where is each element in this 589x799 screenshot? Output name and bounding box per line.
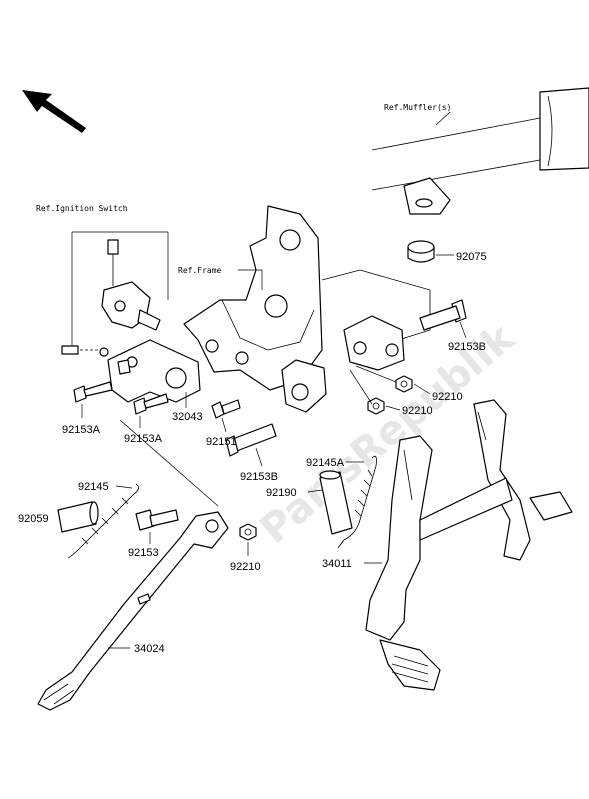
spring-92145	[67, 483, 139, 559]
label-92153A-a: 92153A	[62, 424, 101, 436]
lead-92153B-top	[459, 321, 467, 339]
ignition-switch-drawing	[71, 231, 169, 350]
lead-bracket-to-stand	[119, 419, 219, 507]
lead-92151	[221, 417, 227, 433]
sleeve-92190	[319, 470, 353, 535]
side-stand-34024	[37, 511, 229, 711]
muffler-reference-drawing	[371, 87, 589, 215]
bolt-92153A-right	[133, 393, 169, 415]
spring-92145A	[337, 455, 377, 549]
label-92059: 92059	[18, 513, 49, 525]
label-92210-a: 92210	[432, 391, 463, 403]
label-92145: 92145	[78, 481, 109, 493]
label-34024: 34024	[134, 643, 165, 655]
bolt-92153A-left	[73, 381, 113, 403]
lead-92153B-low	[255, 447, 263, 467]
leads-92210	[349, 365, 431, 411]
label-92190: 92190	[266, 487, 297, 499]
bolt-92153B-low	[225, 423, 277, 457]
label-92145A: 92145A	[306, 457, 345, 469]
ref-frame-label: Ref.Frame	[178, 266, 222, 275]
bolt-92153	[135, 509, 179, 531]
label-92151: 92151	[206, 436, 237, 448]
center-stand-34011	[365, 399, 573, 691]
bracket-32043	[107, 339, 201, 403]
label-92210-b: 92210	[402, 405, 433, 417]
lead-frame	[238, 269, 263, 290]
lead-92145	[115, 485, 133, 489]
rubber-92075	[407, 240, 435, 263]
ref-muffler-label: Ref.Muffler(s)	[384, 103, 451, 112]
label-92210-c: 92210	[230, 561, 261, 573]
nut-92210-c	[239, 523, 257, 541]
label-92153B-top: 92153B	[448, 341, 486, 353]
frame-drawing	[183, 205, 431, 413]
label-34011: 34011	[322, 558, 352, 570]
front-arrow-icon	[22, 90, 86, 133]
nut-92210-b	[367, 397, 385, 415]
lead-92190	[307, 489, 323, 493]
label-92075: 92075	[456, 251, 487, 263]
sleeve-92059	[57, 501, 99, 533]
label-92153A-b: 92153A	[124, 433, 163, 445]
bolt-92153B-top	[419, 299, 467, 331]
label-92153B-low: 92153B	[240, 471, 278, 483]
bolt-small-left	[61, 345, 109, 357]
label-32043: 32043	[172, 411, 203, 423]
nut-92210-a	[395, 375, 413, 393]
bolt-92151	[211, 399, 241, 419]
label-92153: 92153	[128, 547, 159, 559]
ref-ignition-label: Ref.Ignition Switch	[36, 204, 128, 213]
